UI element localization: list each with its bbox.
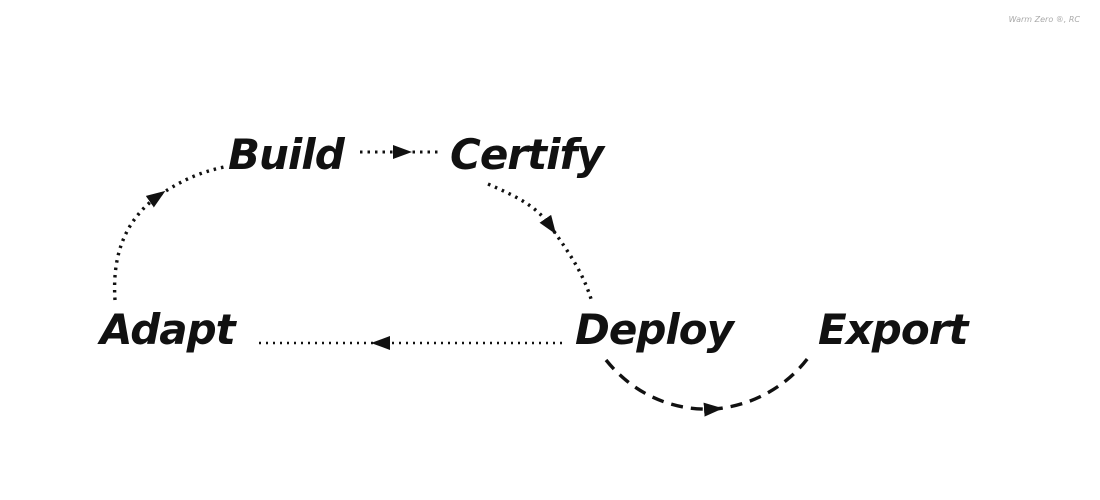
watermark-text: Warm Zero ®, RC xyxy=(1008,15,1080,24)
edge-adapt-to-build xyxy=(112,165,225,301)
node-export: Export xyxy=(818,305,968,354)
node-build: Build xyxy=(228,130,345,179)
node-adapt: Adapt xyxy=(100,305,236,354)
node-certify: Certify xyxy=(450,130,604,179)
node-deploy: Deploy xyxy=(575,305,734,354)
edge-deploy-to-export xyxy=(604,356,810,417)
edge-certify-to-deploy xyxy=(487,182,594,303)
